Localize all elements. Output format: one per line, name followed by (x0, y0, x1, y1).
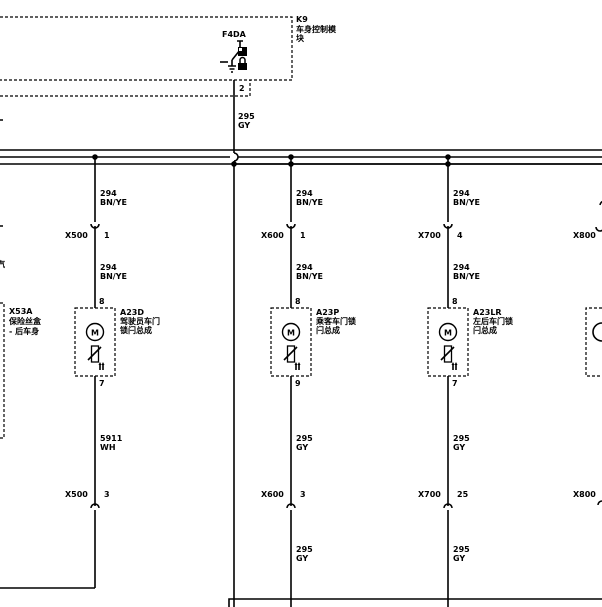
wire-circuit-top: 294 (296, 189, 313, 198)
k9-module-outline (0, 16, 293, 81)
lock-icon (238, 63, 247, 70)
component-pin-in: 8 (452, 297, 458, 306)
connector-label-bottom: X600 (261, 490, 284, 499)
k9-module-name-2: 块 (296, 33, 305, 43)
motor-icon (85, 322, 105, 342)
connector-label-bottom: X700 (418, 490, 441, 499)
component-pin-out: 9 (295, 379, 301, 388)
wire-color-mid: BN/YE (100, 272, 127, 281)
wire-color-top: BN/YE (453, 198, 480, 207)
connector-pin-top: 1 (300, 231, 306, 240)
wire-crossover (233, 152, 239, 162)
connector-pin-bottom: 3 (104, 490, 110, 499)
component-pin-out: 7 (99, 379, 105, 388)
component-outline (74, 307, 116, 377)
component-name-2: 闩总成 (473, 325, 497, 335)
k9-module-name-1: 车身控制模 (296, 24, 337, 34)
component-name-1: 乘客车门锁 (315, 316, 356, 326)
wire-circuit-mid: 294 (296, 263, 313, 272)
component-pin-in: 8 (99, 297, 105, 306)
connector-pin-top: 1 (104, 231, 110, 240)
wire-color-low: GY (453, 443, 465, 452)
component-name-2: 锁闩总成 (120, 325, 152, 335)
wire-circuit-bottom: 295 (453, 545, 470, 554)
wire-circuit-bottom: 295 (296, 545, 313, 554)
x53a-outline (0, 302, 5, 439)
wire-color-mid: BN/YE (296, 272, 323, 281)
wire-circuit-low: 295 (296, 434, 313, 443)
motor-icon (281, 322, 301, 342)
wire-color-bottom: GY (296, 554, 308, 563)
component-outline (270, 307, 312, 377)
connector-label-x800-top: X800 (573, 231, 596, 240)
feed-wire-color: GY (238, 121, 250, 130)
component-id: A23P (316, 308, 339, 317)
k9-module-id: K9 (296, 15, 308, 24)
connector-pin-top: 4 (457, 231, 463, 240)
bus-lines (0, 149, 602, 607)
connector-label-bottom: X500 (65, 490, 88, 499)
wire-color-low: WH (100, 443, 116, 452)
connector-pin-bottom: 3 (300, 490, 306, 499)
wire-circuit-low: 295 (453, 434, 470, 443)
component-name-1: 驾驶员车门 (119, 316, 160, 326)
solid-state-icon (238, 47, 247, 56)
x53a-name-1: 保险丝盒 (8, 316, 42, 326)
partial-motor-icon (592, 322, 602, 342)
motor-letter: M (444, 329, 452, 338)
left-partial-component: X53A 保险丝盒 - 后车身 汽 (0, 119, 42, 439)
component-pin-out: 7 (452, 379, 458, 388)
component-outline (427, 307, 469, 377)
k9-module-outline-lower (0, 80, 251, 97)
wire-color-bottom: GY (453, 554, 465, 563)
x53a-id: X53A (9, 307, 33, 316)
x53a-name-2: - 后车身 (9, 326, 39, 336)
splice-dot (231, 161, 237, 167)
feed-wire: 295 GY (233, 80, 255, 607)
wire-color-mid: BN/YE (453, 272, 480, 281)
feed-wire-circuit: 295 (238, 112, 255, 121)
ground-icon (228, 60, 236, 73)
connector-x800-bottom-icon (597, 500, 602, 506)
wire-circuit-mid: 294 (453, 263, 470, 272)
component-id: A23D (120, 308, 144, 317)
left-fragment: 汽 (0, 259, 5, 269)
component-id: A23LR (473, 308, 502, 317)
k9-pin-label: F4DA (222, 30, 247, 39)
component-name-1: 左后车门锁 (472, 316, 513, 326)
partial-component-outline (585, 307, 602, 377)
wire-color-low: GY (296, 443, 308, 452)
k9-pin-number: 2 (239, 84, 245, 93)
bus-bottom (228, 598, 602, 607)
connector-label-x800-bottom: X800 (573, 490, 596, 499)
connector-label-top: X700 (418, 231, 441, 240)
k9-module: K9 车身控制模 块 F4DA 2 (0, 15, 337, 97)
motor-letter: M (91, 329, 99, 338)
component-pin-in: 8 (295, 297, 301, 306)
motor-letter: M (287, 329, 295, 338)
partial-column-x800: X800 X800 (573, 200, 602, 506)
motor-icon (438, 322, 458, 342)
connector-label-top: X500 (65, 231, 88, 240)
connector-x800-top-icon (595, 226, 602, 232)
wire-circuit-low: 5911 (100, 434, 123, 443)
wire-color-top: BN/YE (100, 198, 127, 207)
connector-label-top: X600 (261, 231, 284, 240)
wire-circuit-mid: 294 (100, 263, 117, 272)
wire-circuit-top: 294 (100, 189, 117, 198)
connector-pin-bottom: 25 (457, 490, 469, 499)
wire-color-top: BN/YE (296, 198, 323, 207)
component-name-2: 闩总成 (316, 325, 340, 335)
wire-circuit-top: 294 (453, 189, 470, 198)
